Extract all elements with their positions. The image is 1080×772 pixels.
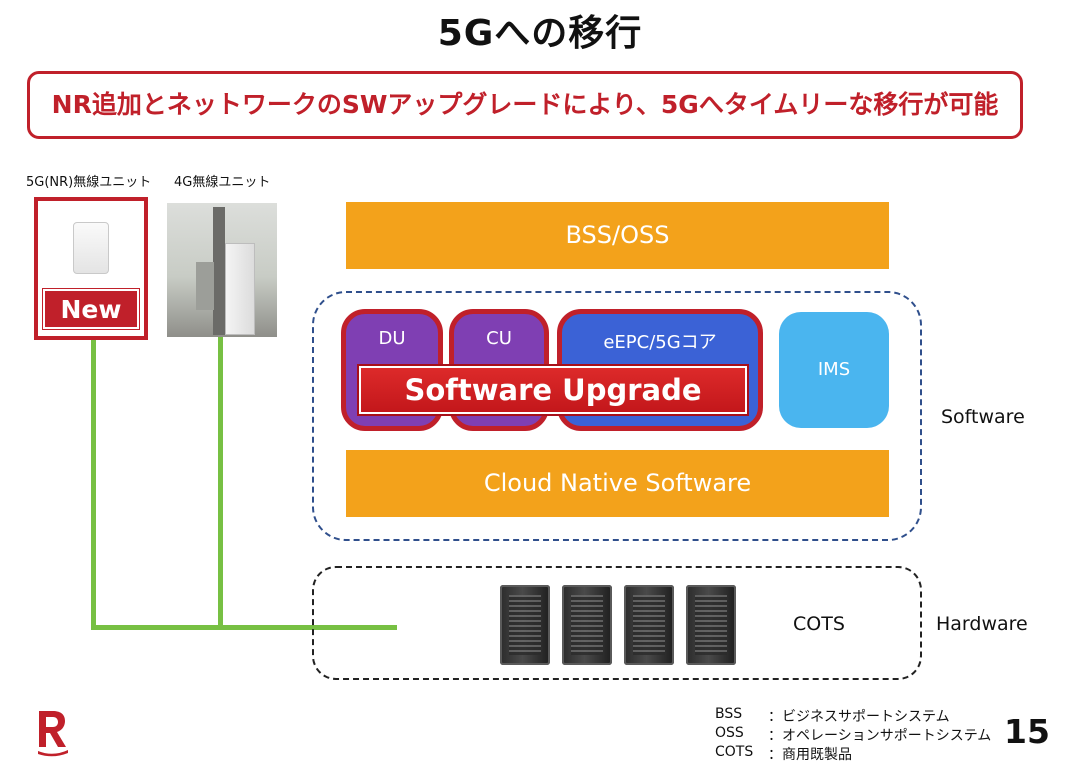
legend-abbr-bss: BSS — [715, 706, 743, 722]
subtitle-frame — [27, 71, 1023, 139]
legend-abbr-oss: OSS — [715, 725, 744, 741]
software-upgrade-banner: Software Upgrade — [357, 364, 749, 416]
connection-line-horizontal — [91, 625, 397, 630]
4g-antenna-icon — [225, 243, 255, 335]
cots-label: COTS — [793, 613, 845, 635]
page-title: 5Gへの移行 — [437, 13, 643, 54]
antenna-pole — [213, 207, 225, 335]
ims-box: IMS — [779, 312, 889, 428]
software-group-border — [312, 291, 922, 541]
antenna-bracket — [196, 262, 214, 310]
server-rack-icon — [624, 585, 674, 665]
page-number: 15 — [1004, 712, 1050, 751]
cloud-native-software-box: Cloud Native Software — [346, 450, 889, 517]
server-rack-icon — [686, 585, 736, 665]
new-badge: New — [42, 288, 140, 330]
legend-desc-bss: ：ビジネスサポートシステム — [768, 709, 950, 725]
server-rack-icon — [562, 585, 612, 665]
rakuten-r-logo — [38, 711, 68, 757]
server-rack-icon — [500, 585, 550, 665]
legend-desc-cots: ：商用既製品 — [768, 747, 852, 763]
caption-5g-unit: 5G(NR)無線ユニット — [26, 175, 152, 190]
bss-oss-box: BSS/OSS — [346, 202, 889, 269]
legend-desc-oss: ：オペレーションサポートシステム — [768, 728, 992, 744]
subtitle: NR追加とネットワークのSWアップグレードにより、5Gへタイムリーな移行が可能 — [51, 90, 999, 119]
hardware-group-border — [312, 566, 922, 680]
connection-line-5g — [91, 340, 96, 630]
caption-4g-unit: 4G無線ユニット — [174, 175, 271, 190]
5g-radio-device-icon — [73, 222, 109, 274]
software-label: Software — [941, 406, 1025, 428]
hardware-label: Hardware — [936, 613, 1028, 635]
legend-abbr-cots: COTS — [715, 744, 754, 760]
connection-line-4g — [218, 337, 223, 627]
